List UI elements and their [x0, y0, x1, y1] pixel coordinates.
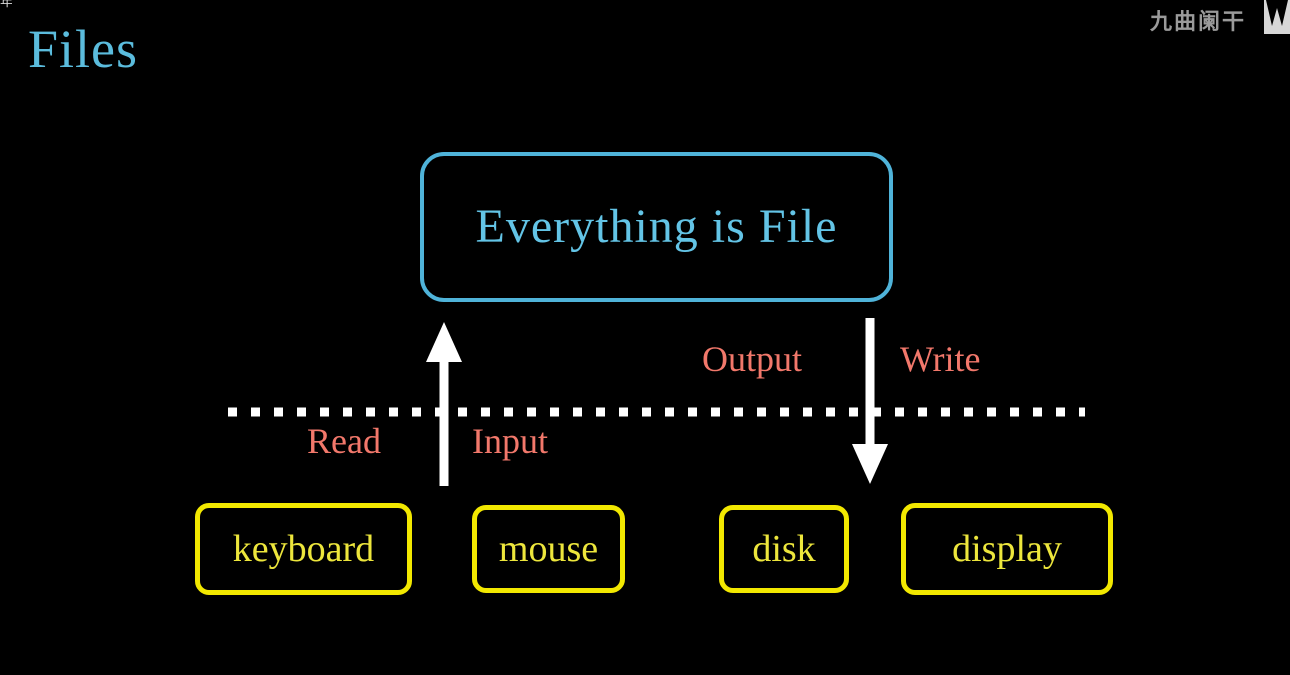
device-label-keyboard: keyboard [232, 528, 375, 570]
device-box-keyboard: keyboard [195, 503, 412, 595]
page-title: Files [28, 19, 139, 79]
corner-glyph-artifact: 年 [0, 0, 12, 10]
device-label-mouse: mouse [498, 528, 599, 570]
watermark-text: 九曲阑干 [1149, 10, 1246, 35]
watermark-logo-icon [1264, 0, 1290, 34]
device-label-display: display [952, 528, 1062, 570]
flow-label-input: Input [472, 421, 548, 461]
concept-box-label: Everything is File [475, 200, 838, 253]
flow-label-write: Write [900, 339, 981, 379]
arrow-down-icon [850, 318, 890, 486]
flow-label-read: Read [307, 421, 381, 461]
boundary-dotted-line-icon [228, 404, 1085, 417]
concept-box-everything-is-file: Everything is File [420, 152, 893, 302]
device-box-disk: disk [719, 505, 849, 593]
arrow-up-icon [424, 320, 464, 486]
device-label-disk: disk [752, 528, 816, 570]
device-box-display: display [901, 503, 1113, 595]
device-box-mouse: mouse [472, 505, 625, 593]
flow-label-output: Output [702, 339, 803, 379]
